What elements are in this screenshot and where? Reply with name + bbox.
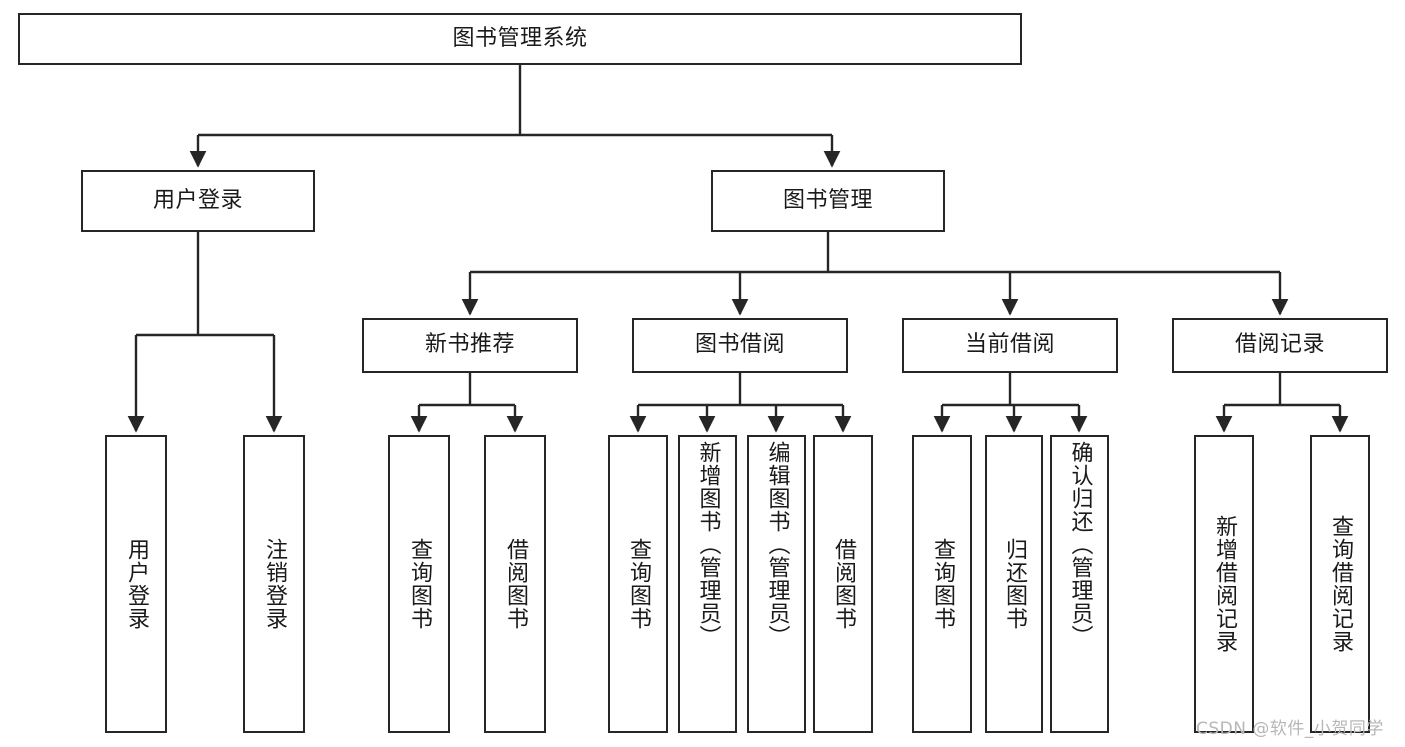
node-current-borrow-label: 当前借阅 [964,332,1055,358]
node-leaf-query-book-cur[interactable]: 查询图书 [912,435,972,733]
node-root[interactable]: 图书管理系统 [18,13,1022,65]
node-leaf-return-book-label: 归还图书 [1001,538,1027,630]
node-leaf-borrow-book-rec-label: 借阅图书 [502,538,528,630]
node-borrow-record[interactable]: 借阅记录 [1172,318,1388,373]
node-leaf-edit-book-label: 编辑图书（管理员） [764,441,790,648]
node-leaf-borrow-book-label: 借阅图书 [830,538,856,630]
node-leaf-user-logout-label: 注销登录 [261,538,287,630]
node-current-borrow[interactable]: 当前借阅 [902,318,1118,373]
node-book-borrow-label: 图书借阅 [694,332,785,358]
node-leaf-add-record[interactable]: 新增借阅记录 [1194,435,1254,733]
node-leaf-query-book-label: 查询图书 [625,538,651,630]
node-leaf-user-logout[interactable]: 注销登录 [243,435,305,733]
node-leaf-confirm-return[interactable]: 确认归还（管理员） [1050,435,1109,733]
node-leaf-user-login-label: 用户登录 [123,538,149,630]
node-new-book-rec-label: 新书推荐 [424,332,515,358]
node-user-login-label: 用户登录 [152,187,243,213]
node-user-login[interactable]: 用户登录 [81,170,315,232]
node-leaf-add-book-label: 新增图书（管理员） [695,441,721,648]
node-borrow-record-label: 借阅记录 [1234,332,1325,358]
node-new-book-rec[interactable]: 新书推荐 [362,318,578,373]
node-leaf-borrow-book[interactable]: 借阅图书 [813,435,873,733]
node-leaf-edit-book[interactable]: 编辑图书（管理员） [747,435,806,733]
node-leaf-query-book[interactable]: 查询图书 [608,435,668,733]
node-book-manage[interactable]: 图书管理 [711,170,945,232]
node-leaf-user-login[interactable]: 用户登录 [105,435,167,733]
node-root-label: 图书管理系统 [452,25,588,51]
node-leaf-query-book-cur-label: 查询图书 [929,538,955,630]
node-book-manage-label: 图书管理 [782,187,873,213]
node-leaf-return-book[interactable]: 归还图书 [985,435,1043,733]
node-book-borrow[interactable]: 图书借阅 [632,318,848,373]
node-leaf-borrow-book-rec[interactable]: 借阅图书 [484,435,546,733]
node-leaf-query-record[interactable]: 查询借阅记录 [1310,435,1370,733]
node-leaf-query-book-rec[interactable]: 查询图书 [388,435,450,733]
node-leaf-confirm-return-label: 确认归还（管理员） [1067,441,1093,648]
node-leaf-add-record-label: 新增借阅记录 [1211,515,1237,653]
node-leaf-add-book[interactable]: 新增图书（管理员） [678,435,737,733]
node-leaf-query-book-rec-label: 查询图书 [406,538,432,630]
node-leaf-query-record-label: 查询借阅记录 [1327,515,1353,653]
